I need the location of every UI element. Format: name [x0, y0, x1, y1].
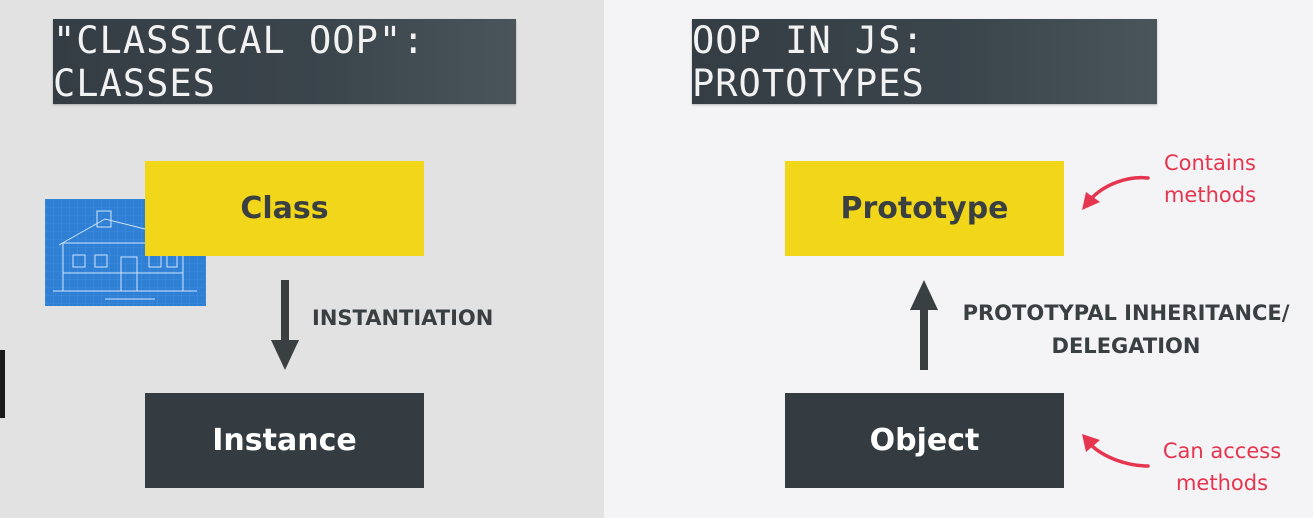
contains-methods-line1: Contains [1163, 151, 1256, 175]
can-access-methods-line2: methods [1175, 471, 1269, 495]
prototypal-arrow-shaft [920, 308, 928, 370]
prototypal-arrow-head [910, 280, 938, 310]
instantiation-arrow-shaft [281, 280, 289, 342]
contains-methods-curved-arrow [1082, 175, 1150, 210]
prototypal-inheritance-line2: DELEGATION [1051, 334, 1201, 358]
instantiation-label: INSTANTIATION [312, 306, 494, 330]
left-title-banner: "CLASSICAL OOP": CLASSES [53, 18, 516, 105]
object-box: Object [785, 393, 1064, 488]
object-label: Object [869, 423, 980, 458]
instance-box: Instance [145, 393, 424, 488]
prototype-box: Prototype [785, 161, 1064, 256]
left-title: "CLASSICAL OOP": CLASSES [53, 18, 426, 105]
can-access-methods-curved-arrow [1082, 434, 1150, 468]
left-edge-marker [0, 350, 5, 418]
right-title: OOP IN JS: PROTOTYPES [692, 18, 925, 105]
instantiation-arrow [271, 280, 299, 370]
can-access-methods-note: Can access methods [1148, 435, 1296, 499]
instance-label: Instance [212, 423, 357, 458]
contains-methods-note: Contains methods [1150, 147, 1270, 211]
prototype-label: Prototype [840, 191, 1009, 226]
class-box: Class [145, 161, 424, 256]
instantiation-arrow-head [271, 340, 299, 370]
right-title-banner: OOP IN JS: PROTOTYPES [692, 18, 1157, 105]
prototypal-inheritance-line1: PROTOTYPAL INHERITANCE/ [962, 301, 1290, 325]
prototypal-inheritance-label: PROTOTYPAL INHERITANCE/ DELEGATION [962, 297, 1290, 363]
contains-methods-line2: methods [1163, 183, 1257, 207]
prototypal-inheritance-arrow [910, 280, 938, 370]
can-access-methods-line1: Can access [1162, 439, 1282, 463]
class-label: Class [240, 191, 329, 226]
